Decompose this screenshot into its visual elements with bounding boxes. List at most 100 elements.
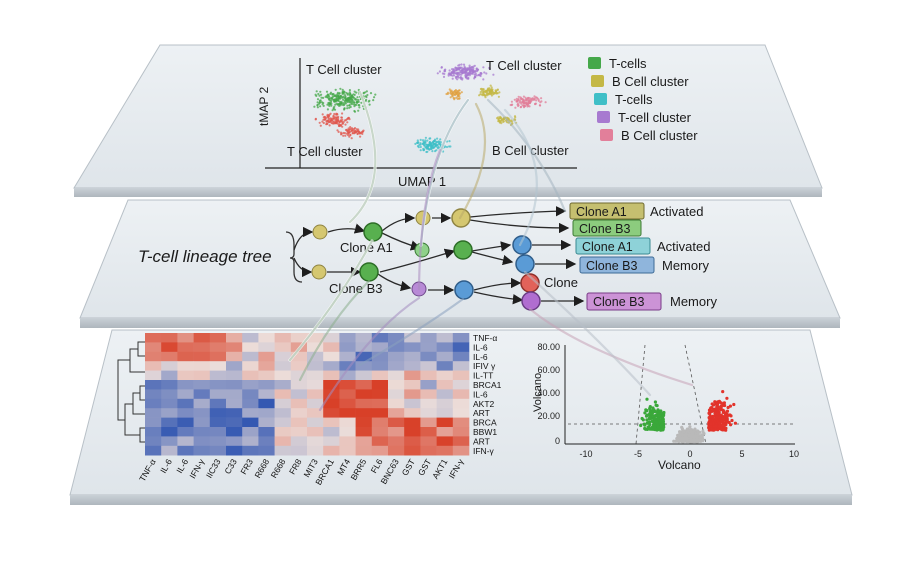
volcano-point [658,419,663,423]
umap-point [517,95,520,98]
umap-point [362,92,365,95]
heatmap-cell [388,408,405,418]
heatmap-cell [145,342,162,353]
umap-point [494,91,497,94]
umap-point [335,99,338,102]
volcano-axes [564,345,795,445]
umap-point [428,143,431,146]
umap-point [460,91,463,94]
heatmap-cell [388,445,405,456]
volcano-point [721,402,725,406]
plate-top [73,44,823,197]
heatmap-cell [404,380,421,390]
umap-point [519,96,522,99]
umap-point [456,91,459,94]
heatmap-cell [161,445,178,456]
umap-point [321,113,324,116]
umap-point [451,68,454,71]
heatmap-cell [307,370,324,381]
volcano-point [699,434,703,438]
volcano-threshold-lines [568,344,795,445]
y-tick-label: 80.00 [537,342,560,352]
heatmap-cell [161,389,178,400]
umap-point [327,101,330,105]
umap-point [341,103,344,106]
heatmap-cell [242,408,259,418]
heatmap-cell [339,370,356,381]
heatmap-cell [355,427,373,437]
heatmap-cell [274,342,292,353]
umap-point [320,96,323,99]
umap-point [434,150,437,153]
umap-point [426,139,429,142]
legend-label: B Cell cluster [621,128,698,143]
volcano-x-ticks: -10 -5 0 5 10 [579,449,799,459]
heatmap-cell [209,361,227,371]
volcano-point [721,390,725,394]
cluster-label-bottom-left: T Cell cluster [287,144,363,159]
heatmap-cell [226,342,243,353]
umap-point [468,74,471,77]
tree-node [515,254,535,274]
heatmap-cell [209,436,227,447]
umap-point [442,75,446,78]
umap-point [332,106,335,110]
heatmap-row-label: IL-6 [473,389,488,399]
umap-point [331,93,334,96]
umap-point [353,90,356,93]
heatmap-cell [274,445,292,456]
volcano-point [714,417,718,421]
umap-point [492,93,495,96]
volcano-x-axis-label: Volcano [658,458,701,472]
umap-point [348,89,351,92]
umap-point [348,128,351,131]
umap-point [336,129,339,132]
volcano-point [654,420,658,424]
heatmap-cell [209,408,227,418]
heatmap-cell [339,417,356,428]
umap-point [448,140,451,143]
umap-point [346,107,349,110]
heatmap-cell [307,361,324,371]
node-label-clone-a1: Clone A1 [340,240,393,255]
heatmap-cell [371,351,389,362]
umap-point [365,95,368,99]
volcano-scatter [639,390,738,444]
heatmap-cell [420,445,437,456]
heatmap-cell [323,445,340,456]
heatmap-cell [209,417,227,428]
umap-point [477,74,480,77]
heatmap-cell [388,427,405,437]
umap-point [520,102,523,105]
volcano-point [721,408,725,412]
umap-point [423,144,426,147]
volcano-point [728,404,733,408]
heatmap-cell [161,361,178,371]
umap-point [500,118,503,121]
umap-point [315,94,318,97]
heatmap-row-label: BBW1 [473,427,497,437]
umap-point [341,96,344,99]
heatmap-cell [388,436,405,447]
heatmap-cell [161,351,178,362]
heatmap-cell [436,333,454,343]
heatmap-cell [290,370,308,381]
volcano-point [653,410,658,414]
umap-point [321,103,324,106]
umap-point [338,123,341,126]
heatmap-cell [307,408,324,418]
umap-point [335,112,338,115]
umap-point [456,75,459,78]
umap-point [348,91,351,94]
heatmap-cell [290,445,308,456]
heatmap-cell [177,361,194,371]
volcano-point [680,433,684,437]
heatmap-cell [161,333,178,343]
heatmap-row-label: ART [473,408,490,418]
heatmap-row-label: IL-6 [473,342,488,352]
heatmap-cell [404,389,421,400]
heatmap-cell [323,342,340,353]
heatmap-cell [226,408,243,418]
